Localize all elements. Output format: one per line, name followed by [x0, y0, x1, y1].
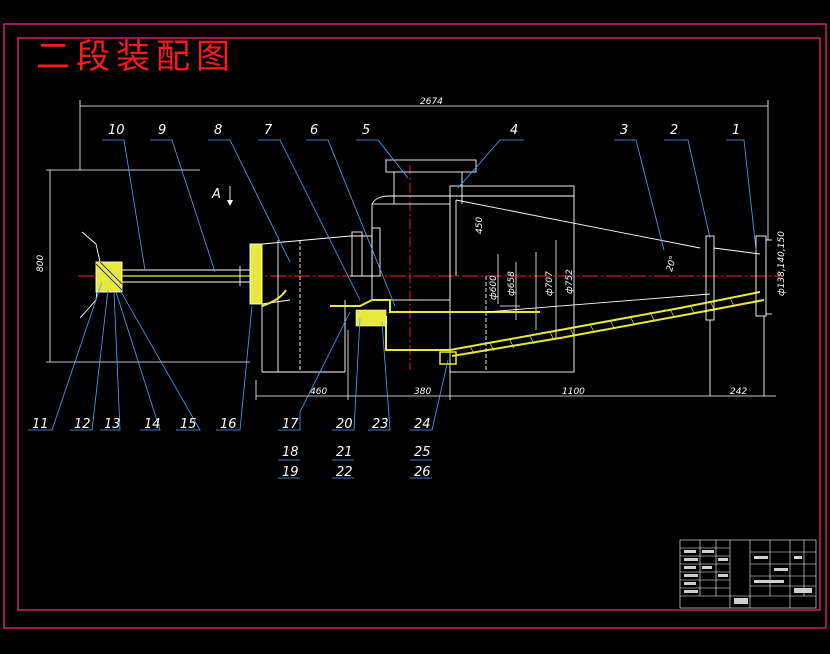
feed-chamber	[371, 159, 575, 373]
part-5: 5	[362, 123, 370, 138]
part-2: 2	[670, 123, 678, 138]
dim-height: 800	[36, 255, 46, 272]
part-8: 8	[214, 123, 222, 138]
part-19: 19	[282, 465, 299, 480]
bearing-block	[355, 309, 387, 327]
dim-d752: ф752	[565, 269, 575, 294]
part-17: 17	[282, 417, 299, 432]
part-7: 7	[264, 123, 273, 138]
screw-hatch	[469, 297, 735, 355]
dim-d707: ф707	[545, 271, 555, 296]
part-9: 9	[158, 123, 166, 138]
part-10: 10	[108, 123, 125, 138]
part-14: 14	[144, 417, 161, 432]
part-6: 6	[310, 123, 318, 138]
dim-242: 242	[730, 387, 747, 397]
part-25: 25	[414, 445, 431, 460]
left-end-assembly	[79, 231, 251, 319]
dim-d600: ф600	[489, 275, 499, 300]
dim-nozzle-dia: ф138,140,150	[777, 231, 787, 296]
part-23: 23	[372, 417, 389, 432]
part-21: 21	[336, 445, 353, 460]
height-dimension	[46, 169, 250, 363]
part-3: 3	[620, 123, 628, 138]
part-16: 16	[220, 417, 237, 432]
overall-dimension	[79, 100, 769, 240]
part-15: 15	[180, 417, 197, 432]
part-1: 1	[732, 123, 740, 138]
part-22: 22	[336, 465, 353, 480]
part-4: 4	[510, 123, 518, 138]
part-24: 24	[414, 417, 431, 432]
dim-d658: ф658	[507, 271, 517, 296]
drawing-title: 二段装配图	[36, 37, 236, 77]
title-block-fills	[684, 550, 812, 604]
bottom-bearing	[439, 351, 457, 365]
bottom-leaders	[28, 281, 449, 479]
title-block	[679, 539, 817, 609]
dim-1100: 1100	[562, 387, 585, 397]
part-13: 13	[104, 417, 121, 432]
dim-inner-450: 450	[475, 217, 485, 234]
outer-frame	[3, 23, 827, 629]
view-arrow-head	[227, 200, 233, 206]
bottom-part-numbers: 11 12 13 14 15 16 17 20 23 24 18 21 25 1…	[32, 417, 431, 480]
diameter-dimensions	[497, 240, 557, 340]
top-leaders	[102, 139, 757, 307]
taper-section	[455, 199, 772, 396]
dim-380: 380	[414, 387, 431, 397]
inner-frame	[17, 37, 821, 611]
view-label: A	[211, 187, 221, 202]
bottom-dimension	[255, 330, 776, 400]
dim-460: 460	[310, 387, 327, 397]
drum-housing	[249, 231, 372, 373]
top-part-numbers: 10 9 8 7 6 5 4 3 2 1	[108, 123, 740, 138]
screw-body	[330, 291, 765, 357]
part-20: 20	[336, 417, 353, 432]
part-26: 26	[414, 465, 431, 480]
part-18: 18	[282, 445, 299, 460]
dim-overall-length: 2674	[420, 97, 443, 107]
part-12: 12	[74, 417, 91, 432]
dim-angle: 20°	[665, 255, 679, 273]
part-11: 11	[32, 417, 49, 432]
